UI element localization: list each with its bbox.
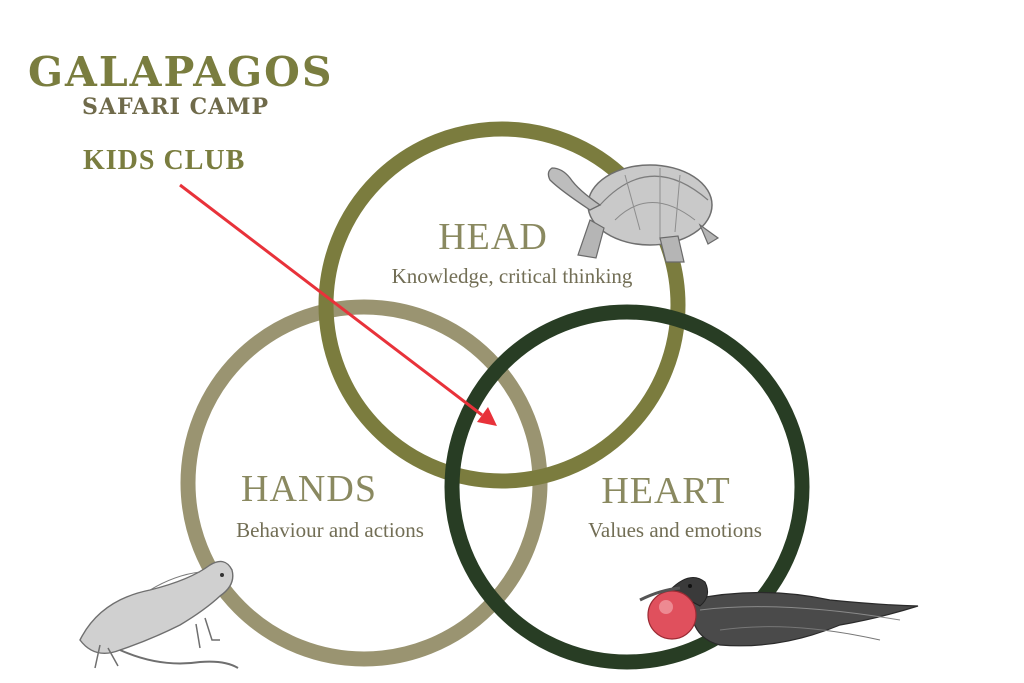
head-description: Knowledge, critical thinking bbox=[391, 264, 633, 288]
logo-subtitle: SAFARI CAMP bbox=[82, 94, 270, 120]
hands-title: HANDS bbox=[241, 468, 377, 510]
head-title: HEAD bbox=[438, 216, 548, 258]
arrow-line bbox=[179, 183, 483, 417]
arrow-head bbox=[477, 407, 497, 426]
iguana-icon bbox=[79, 560, 239, 669]
frigatebird-icon bbox=[639, 577, 919, 647]
heart-circle bbox=[444, 304, 810, 670]
hands-description: Behaviour and actions bbox=[236, 518, 424, 542]
logo-title: GALAPAGOS bbox=[28, 48, 334, 96]
heart-title: HEART bbox=[601, 470, 731, 512]
tortoise-icon bbox=[547, 164, 720, 263]
kids-club-label: KIDS CLUB bbox=[83, 145, 246, 176]
head-circle bbox=[318, 121, 686, 489]
heart-description: Values and emotions bbox=[588, 518, 762, 542]
